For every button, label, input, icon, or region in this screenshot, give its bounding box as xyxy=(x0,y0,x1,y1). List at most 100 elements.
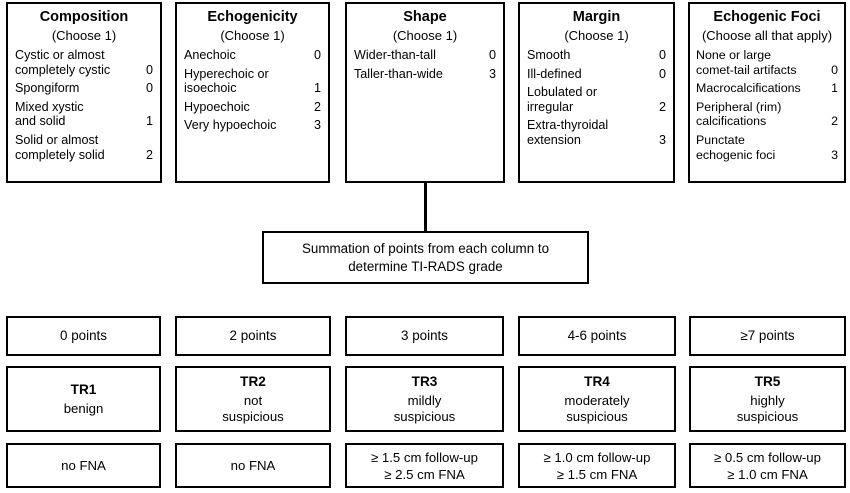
feature-row-points: 3 xyxy=(488,66,496,81)
feature-row-label: Anechoic xyxy=(184,48,236,62)
feature-heading: Shape xyxy=(403,9,447,25)
feature-box-echogenicity: Echogenicity (Choose 1) Anechoic 0 Hyper… xyxy=(175,2,330,183)
feature-row-points: 3 xyxy=(313,118,321,133)
fna-box-tr1: no FNA xyxy=(6,443,161,488)
feature-row-points: 0 xyxy=(145,81,153,96)
fna-box-tr2: no FNA xyxy=(175,443,331,488)
feature-row-points: 0 xyxy=(658,66,666,81)
points-box-tr3: 3 points xyxy=(345,316,504,356)
feature-row: Smooth 0 xyxy=(527,48,666,63)
feature-row-label: Hypoechoic xyxy=(184,99,250,114)
grade-name: TR2 xyxy=(240,373,266,389)
feature-heading: Echogenicity xyxy=(207,9,298,25)
feature-rows: Wider-than-tall 0 Taller-than-wide 3 xyxy=(347,48,503,81)
feature-row-points: 1 xyxy=(145,114,153,129)
fna-line: ≥ 1.5 cm follow-up xyxy=(371,449,478,465)
feature-row-points: 1 xyxy=(831,81,838,96)
fna-line: ≥ 0.5 cm follow-up xyxy=(714,449,821,465)
feature-row-label: Very hypoechoic xyxy=(184,118,277,133)
fna-line: no FNA xyxy=(230,458,276,473)
points-box-tr5: ≥7 points xyxy=(689,316,846,356)
grade-name: TR3 xyxy=(411,373,438,389)
feature-row: Anechoic 0 xyxy=(184,48,321,63)
points-label: 3 points xyxy=(401,328,448,343)
feature-row-label: Spongiform xyxy=(15,81,80,96)
points-label: ≥7 points xyxy=(740,328,795,343)
fna-box-tr5: ≥ 0.5 cm follow-up ≥ 1.0 cm FNA xyxy=(689,443,846,488)
feature-row: Peripheral (rim)calcifications 2 xyxy=(696,100,838,129)
feature-subheading: (Choose 1) xyxy=(564,28,629,43)
fna-line: ≥ 1.0 cm FNA xyxy=(727,466,808,482)
fna-box-tr4: ≥ 1.0 cm follow-up ≥ 1.5 cm FNA xyxy=(518,443,676,488)
summation-text: Summation of points from each column to … xyxy=(296,240,555,275)
connector-line xyxy=(424,183,427,232)
feature-row-points: 0 xyxy=(488,48,496,62)
feature-subheading: (Choose all that apply) xyxy=(701,28,833,43)
grade-name: TR5 xyxy=(754,373,781,389)
feature-row-label: Wider-than-tall xyxy=(354,48,436,62)
feature-row: Taller-than-wide 3 xyxy=(354,67,496,82)
feature-row-points: 0 xyxy=(313,48,321,62)
points-box-tr4: 4-6 points xyxy=(518,316,676,356)
feature-row-points: 2 xyxy=(145,147,153,162)
feature-row-label: Peripheral (rim)calcifications xyxy=(696,99,782,129)
feature-heading: Composition xyxy=(39,9,129,25)
summation-line-2: determine TI-RADS grade xyxy=(348,258,503,274)
feature-heading: Margin xyxy=(572,9,621,25)
feature-subheading: (Choose 1) xyxy=(392,28,458,43)
feature-box-echogenic-foci: Echogenic Foci (Choose all that apply) N… xyxy=(688,2,846,183)
summation-box: Summation of points from each column to … xyxy=(262,231,589,284)
points-label: 0 points xyxy=(60,328,107,343)
feature-row-label: Taller-than-wide xyxy=(354,66,443,81)
feature-row: Spongiform 0 xyxy=(15,81,153,96)
fna-line: ≥ 1.5 cm FNA xyxy=(556,466,638,482)
grade-descriptor: benign xyxy=(63,400,104,416)
grade-box-tr1: TR1 benign xyxy=(6,366,161,432)
points-box-tr1: 0 points xyxy=(6,316,161,356)
points-box-tr2: 2 points xyxy=(175,316,331,356)
feature-row-points: 0 xyxy=(145,62,153,77)
points-label: 4-6 points xyxy=(567,328,627,343)
feature-row-points: 2 xyxy=(313,99,321,114)
feature-row-points: 3 xyxy=(658,132,666,147)
fna-line: ≥ 2.5 cm FNA xyxy=(384,466,465,482)
feature-row-label: Smooth xyxy=(527,48,571,62)
points-label: 2 points xyxy=(229,328,277,343)
feature-row-points: 0 xyxy=(831,62,838,77)
grade-name: TR1 xyxy=(70,381,97,397)
summation-line-1: Summation of points from each column to xyxy=(301,241,550,256)
feature-subheading: (Choose 1) xyxy=(220,28,285,43)
feature-row: Hypoechoic 2 xyxy=(184,100,321,115)
feature-row-points: 2 xyxy=(658,99,666,114)
feature-row-points: 2 xyxy=(831,114,838,129)
grade-name: TR4 xyxy=(584,373,610,389)
feature-row-label: Ill-defined xyxy=(527,66,582,81)
feature-row-points: 0 xyxy=(658,48,666,62)
feature-row-label: Macrocalcifications xyxy=(696,81,801,96)
